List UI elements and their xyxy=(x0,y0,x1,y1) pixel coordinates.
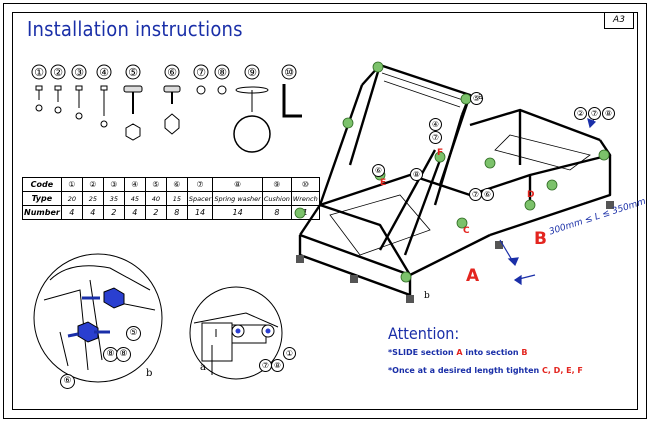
callout-7: ⑦ xyxy=(429,131,442,144)
callout-4: ④ xyxy=(429,118,442,131)
table-cell: 2 xyxy=(144,205,167,220)
letter-e: E xyxy=(380,178,387,188)
table-cell: Spring washer xyxy=(212,191,263,206)
page-tag: A3 xyxy=(604,12,634,29)
bolt-head-icon xyxy=(261,324,275,338)
svg-text:⑥: ⑥ xyxy=(167,66,177,79)
table-cell: 8 xyxy=(261,205,292,220)
svg-text:⑦: ⑦ xyxy=(196,66,206,79)
bolt-head-icon xyxy=(231,324,245,338)
hex-nut-icon xyxy=(77,321,99,343)
table-cell: 2 xyxy=(102,205,125,220)
table-cell: Spacer xyxy=(186,191,214,206)
part-8-icon: ⑧ xyxy=(214,64,230,95)
table-cell: 25 xyxy=(81,191,104,206)
callout-8: ⑧ xyxy=(602,107,615,120)
table-cell: 14 xyxy=(212,205,263,220)
detail-b-view xyxy=(33,253,163,383)
table-cell: 4 xyxy=(123,205,146,220)
table-cell: ⑦ xyxy=(186,177,214,192)
callout-5: ⑤ xyxy=(126,326,141,341)
callout-8: ⑧ xyxy=(271,359,284,372)
part-9-icon: ⑨ xyxy=(233,64,271,153)
attention-title: Attention: xyxy=(388,324,460,343)
table-cell: ② xyxy=(81,177,104,192)
section-a-label: A xyxy=(466,266,480,286)
table-cell: ④ xyxy=(123,177,146,192)
table-row-number: Number 4 4 2 4 2 8 14 14 8 1 xyxy=(22,205,320,220)
table-cell: 20 xyxy=(60,191,83,206)
table-cell: ⑤ xyxy=(144,177,167,192)
callout-6: ⑧ xyxy=(116,347,131,362)
callout-8: ⑧ xyxy=(410,168,423,181)
table-cell: 14 xyxy=(186,205,214,220)
table-cell: ③ xyxy=(102,177,125,192)
row-label: Code xyxy=(22,177,62,192)
callout-2: ② xyxy=(574,107,587,120)
letter-d: D xyxy=(527,190,535,200)
outer-border xyxy=(3,3,647,419)
table-cell: Cushion xyxy=(261,191,292,206)
table-cell: 35 xyxy=(102,191,125,206)
table-cell: ① xyxy=(60,177,83,192)
part-7-icon: ⑦ xyxy=(193,64,209,95)
table-cell: Wrench xyxy=(290,191,320,206)
table-cell: 45 xyxy=(123,191,146,206)
detail-a-view xyxy=(189,286,283,380)
frame-assembly-drawing xyxy=(294,61,614,303)
part-2-icon: ② xyxy=(50,64,66,114)
callout-6: ⑥ xyxy=(372,164,385,177)
svg-text:⑧: ⑧ xyxy=(217,66,227,79)
section-b-label: B xyxy=(534,229,547,249)
callout-1: ① xyxy=(283,347,296,360)
table-cell: 4 xyxy=(60,205,83,220)
detail-a-label: a xyxy=(200,362,206,373)
attention-line-1: *SLIDE section A into section B xyxy=(388,348,528,357)
table-cell: 40 xyxy=(144,191,167,206)
table-cell: ⑥ xyxy=(165,177,188,192)
part-10-icon: ⑩ xyxy=(281,64,302,118)
row-label: Type xyxy=(22,191,62,206)
part-5-icon: ⑤ xyxy=(123,64,143,141)
main-label-a: a xyxy=(478,92,484,102)
attention-line-2: *Once at a desired length tighten C, D, … xyxy=(388,366,583,375)
detail-b-label: b xyxy=(146,368,153,379)
table-cell: 8 xyxy=(165,205,188,220)
callout-6b: ⑥ xyxy=(60,374,75,389)
table-cell: 4 xyxy=(81,205,104,220)
callout-6: ⑥ xyxy=(481,188,494,201)
table-row-type: Type 20 25 35 45 40 15 Spacer Spring was… xyxy=(22,191,320,206)
letter-c: C xyxy=(463,226,470,236)
svg-text:②: ② xyxy=(53,66,63,79)
callout-5: ⑤ xyxy=(470,92,483,105)
hex-nut-icon xyxy=(103,287,125,309)
svg-text:⑤: ⑤ xyxy=(128,66,138,79)
table-cell: ⑨ xyxy=(261,177,292,192)
svg-text:⑨: ⑨ xyxy=(247,66,257,79)
main-label-b: b xyxy=(424,291,430,301)
part-6-icon: ⑥ xyxy=(163,64,181,135)
table-row-code: Code ① ② ③ ④ ⑤ ⑥ ⑦ ⑧ ⑨ ⑩ xyxy=(22,177,320,192)
part-3-icon: ③ xyxy=(71,64,87,120)
table-cell: ⑧ xyxy=(212,177,263,192)
callout-7: ⑦ xyxy=(588,107,601,120)
table-cell: 15 xyxy=(165,191,188,206)
row-label: Number xyxy=(22,205,62,220)
part-1-icon: ① xyxy=(31,64,47,112)
svg-text:③: ③ xyxy=(74,66,84,79)
svg-text:①: ① xyxy=(34,66,44,79)
inner-border xyxy=(12,12,638,410)
svg-text:④: ④ xyxy=(99,66,109,79)
part-4-icon: ④ xyxy=(96,64,112,128)
letter-f: F xyxy=(437,148,444,158)
page-title: Installation instructions xyxy=(27,17,243,41)
parts-table: Code ① ② ③ ④ ⑤ ⑥ ⑦ ⑧ ⑨ ⑩ Type 20 25 35 4… xyxy=(22,177,320,220)
svg-text:⑩: ⑩ xyxy=(284,66,294,79)
parts-icons: ① ② ③ ④ ⑤ xyxy=(31,64,302,153)
